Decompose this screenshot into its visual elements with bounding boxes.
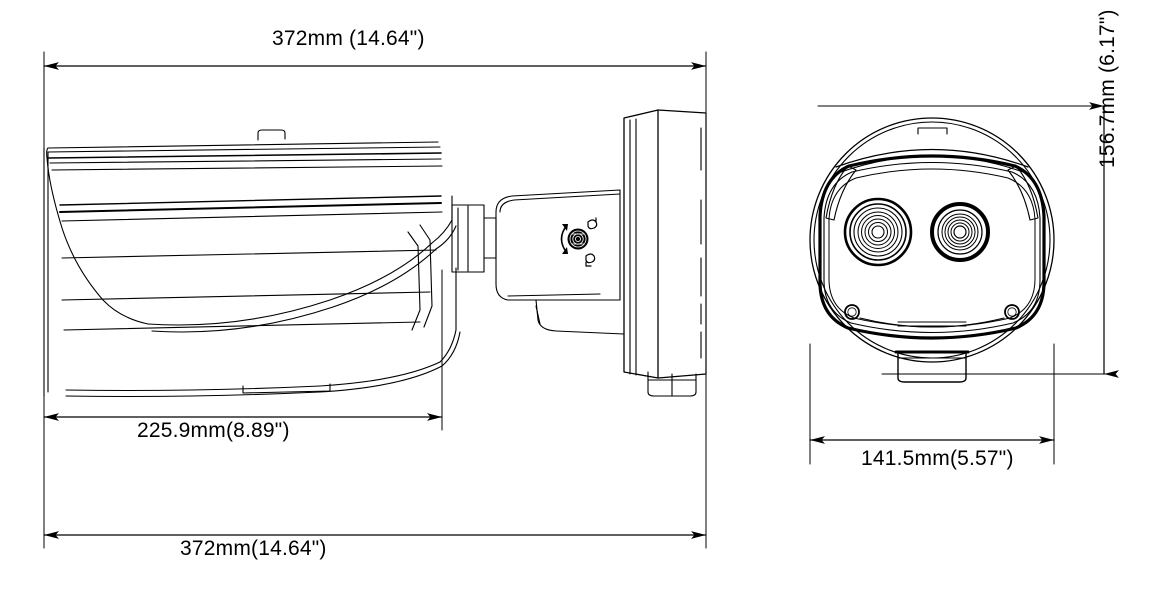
side-view-neck-collar [451,204,497,273]
dimension-label-overall-length-top: 372mm (14.64") [272,27,425,50]
side-view-mount-arm [495,189,625,335]
front-view-extension-lines [809,105,1113,465]
side-view-camera-body [43,129,461,398]
side-view-wall-base [623,109,707,397]
front-view-camera [809,117,1055,383]
dimension-label-body-length: 225.9mm(8.89") [137,419,290,442]
dimension-label-overall-length-bottom: 372mm(14.64") [180,537,327,560]
thermal-lens-icon [843,197,913,267]
optical-lens-icon [930,202,990,262]
dimension-label-overall-height: 156.7mm (6.17") [1096,9,1119,168]
dimension-label-overall-width: 141.5mm(5.57") [861,447,1014,470]
rotation-adjust-screw-icon [560,217,598,267]
